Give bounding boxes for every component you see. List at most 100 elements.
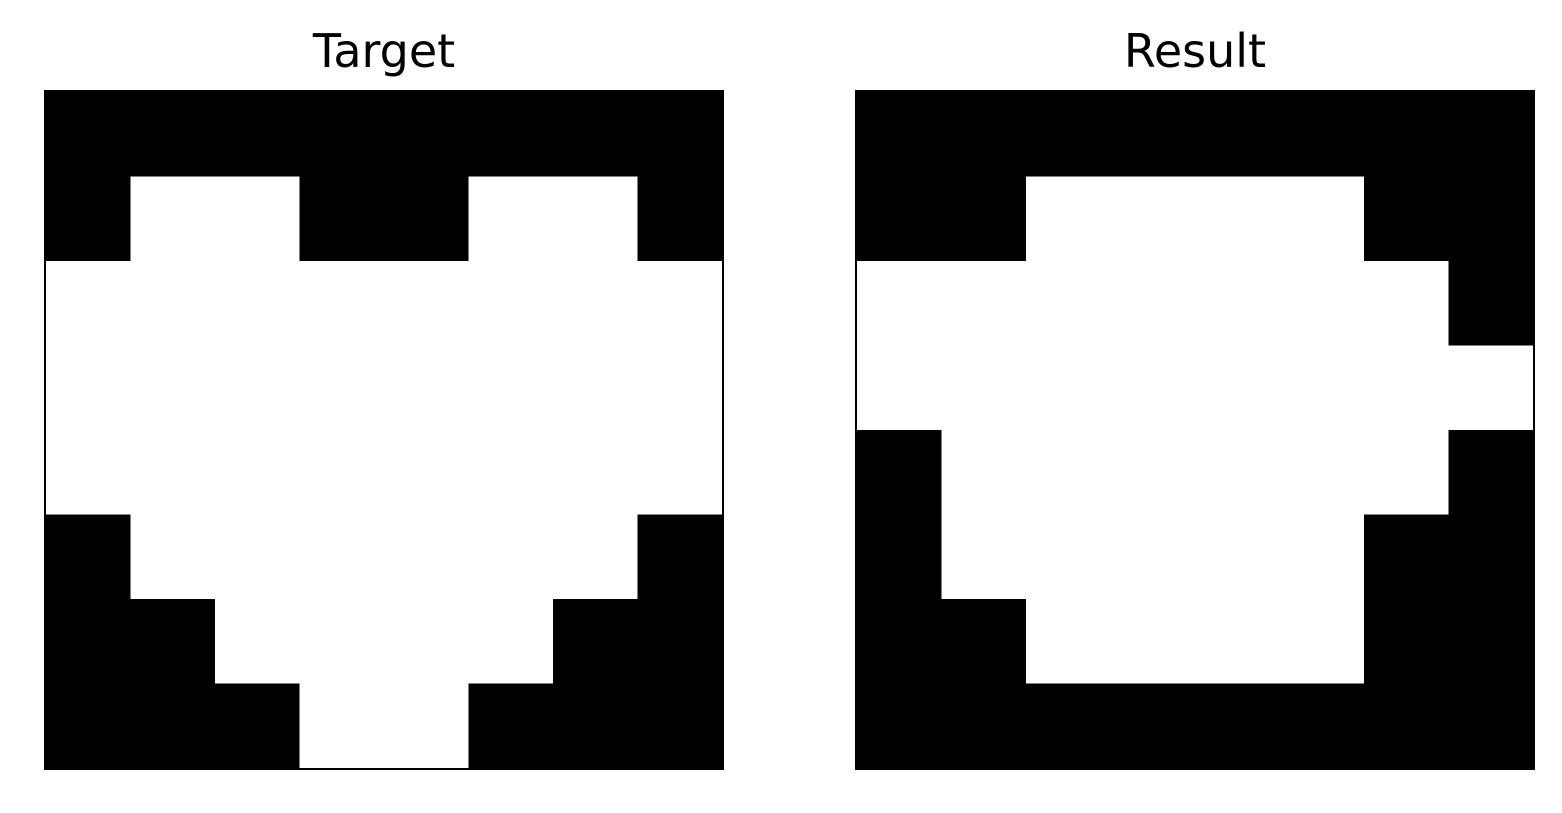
result-cell [1279,261,1365,347]
result-cell [1026,599,1112,685]
result-cell [1195,683,1281,768]
target-cell [384,514,470,600]
target-grid [44,90,724,770]
target-cell [384,599,470,685]
result-cell [941,430,1027,516]
target-cell [215,345,301,431]
result-cell [1110,261,1196,347]
target-cell [299,514,385,600]
result-cell [1448,683,1533,768]
target-cell [637,176,722,262]
result-cell [857,261,943,347]
result-cell [1448,92,1533,178]
result-cell [1364,261,1450,347]
target-cell [468,599,554,685]
result-cell [1364,514,1450,600]
target-cell [46,176,132,262]
target-cell [299,683,385,768]
result-cell [1448,261,1533,347]
result-cell [1448,176,1533,262]
result-cell [1448,514,1533,600]
target-cell [130,261,216,347]
target-cell [130,514,216,600]
result-cell [1448,599,1533,685]
target-cell [637,92,722,178]
result-cell [1364,430,1450,516]
target-cell [46,261,132,347]
target-cell [553,345,639,431]
result-cell [1026,514,1112,600]
result-cell [1026,176,1112,262]
target-cell [299,92,385,178]
target-cell [46,92,132,178]
target-cell [130,599,216,685]
target-cell [468,261,554,347]
target-cell [130,92,216,178]
target-cell [637,599,722,685]
result-cell [857,599,943,685]
result-cell [941,92,1027,178]
result-cell [1110,176,1196,262]
result-cell [1110,514,1196,600]
target-cell [215,92,301,178]
result-cell [1364,92,1450,178]
result-cell [1110,92,1196,178]
target-cell [215,430,301,516]
result-cell [1279,345,1365,431]
target-cell [46,345,132,431]
result-cell [857,683,943,768]
result-cell [1110,599,1196,685]
result-cell [1364,683,1450,768]
result-cell [1110,345,1196,431]
result-cell [1364,345,1450,431]
target-cell [299,599,385,685]
result-grid-canvas [857,92,1533,768]
result-cell [941,599,1027,685]
result-cell [1026,345,1112,431]
result-cell [1364,599,1450,685]
target-cell [553,683,639,768]
target-cell [553,92,639,178]
target-cell [215,599,301,685]
target-cell [299,176,385,262]
target-panel: Target [44,0,724,813]
target-cell [130,176,216,262]
target-cell [215,261,301,347]
result-cell [1195,176,1281,262]
target-cell [384,345,470,431]
target-cell [637,683,722,768]
result-cell [1364,176,1450,262]
target-cell [468,683,554,768]
target-cell [299,261,385,347]
result-cell [1195,514,1281,600]
result-cell [1279,514,1365,600]
result-cell [1195,92,1281,178]
result-cell [941,683,1027,768]
result-grid [855,90,1535,770]
target-cell [130,345,216,431]
result-cell [1279,430,1365,516]
result-cell [1279,599,1365,685]
result-panel: Result [855,0,1535,813]
target-cell [384,430,470,516]
result-cell [1026,683,1112,768]
target-cell [384,683,470,768]
result-cell [857,176,943,262]
target-cell [46,430,132,516]
target-cell [215,176,301,262]
target-cell [553,430,639,516]
target-cell [468,430,554,516]
result-title: Result [1123,24,1267,78]
target-cell [468,345,554,431]
target-cell [637,514,722,600]
result-cell [941,345,1027,431]
result-cell [941,176,1027,262]
target-title: Target [312,24,456,78]
target-cell [637,261,722,347]
result-cell [941,514,1027,600]
target-cell [384,92,470,178]
target-cell [553,599,639,685]
target-grid-canvas [46,92,722,768]
result-cell [1279,683,1365,768]
result-cell [1026,430,1112,516]
